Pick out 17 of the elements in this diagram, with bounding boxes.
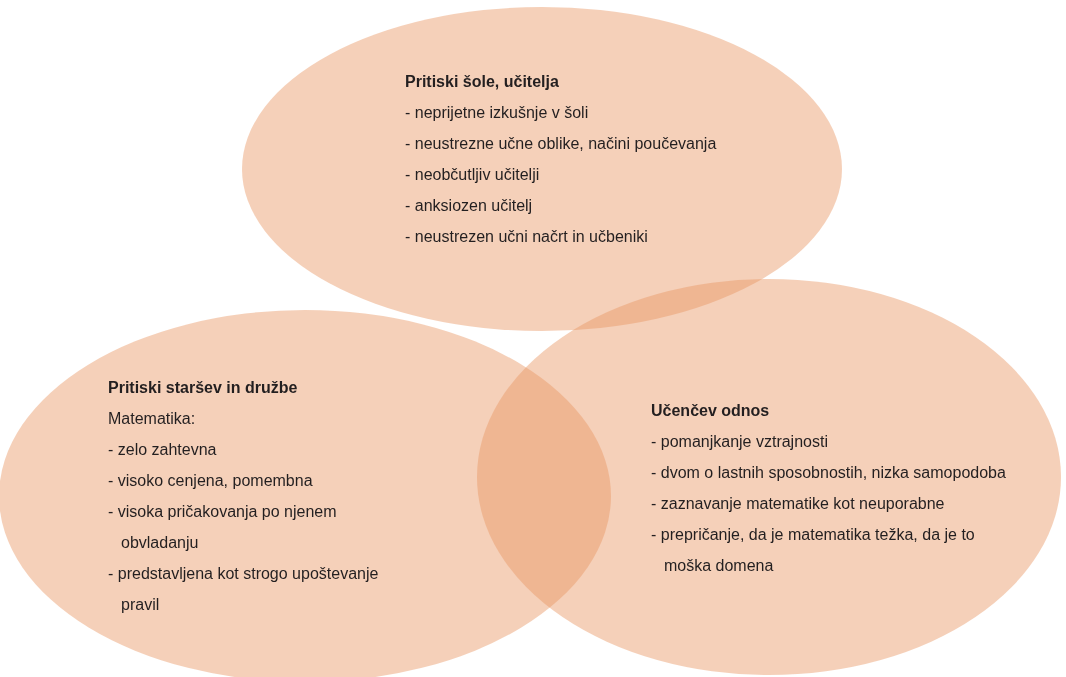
list-item: - neobčutljiv učitelji [405, 165, 541, 185]
heading: Pritiski šole, učitelja [405, 72, 560, 92]
list-item: - dvom o lastnih sposobnostih, nizka samopodoba [651, 463, 1007, 483]
list-item: - zaznavanje matematike kot neuporabne [651, 494, 946, 514]
list-item: Matematika: [108, 409, 197, 429]
list-item: - predstavljena kot strogo upoštevanje pravil [108, 564, 380, 615]
list-item: - neustrezen učni načrt in učbeniki [405, 227, 649, 247]
list-item: - pomanjkanje vztrajnosti [651, 432, 829, 452]
list-item: - visoka pričakovanja po njenem obvladanju [108, 502, 338, 553]
list-item: - zelo zahtevna [108, 440, 218, 460]
list-item: - visoko cenjena, pomembna [108, 471, 314, 491]
heading: Učenčev odnos [651, 401, 771, 421]
list-item: - anksiozen učitelj [405, 196, 534, 216]
list-item: - neprijetne izkušnje v šoli [405, 103, 590, 123]
list-item: - neustrezne učne oblike, načini poučevanja [405, 134, 718, 154]
heading: Pritiski staršev in družbe [108, 378, 299, 398]
list-item: - prepričanje, da je matematika težka, da je to moška domena [651, 525, 976, 576]
